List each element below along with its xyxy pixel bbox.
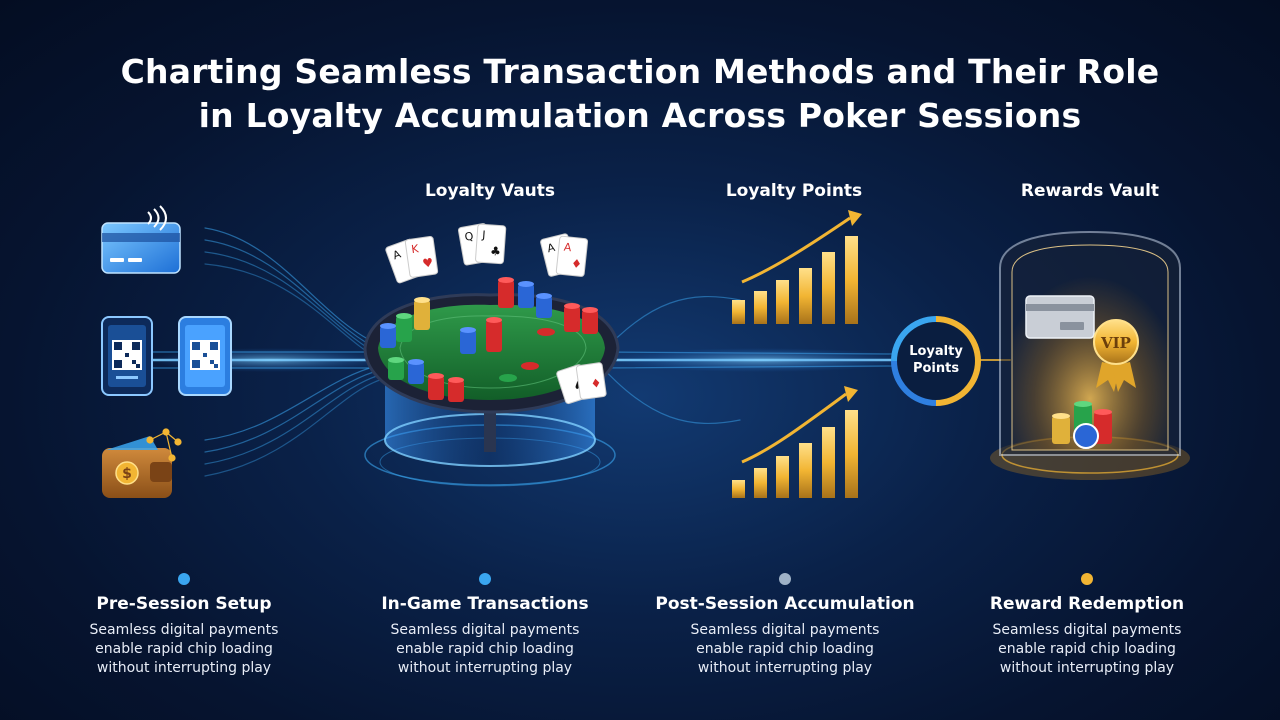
timeline-node-1 <box>178 573 190 585</box>
stage-desc-line: Seamless digital payments <box>89 622 279 638</box>
timeline-node-2 <box>479 573 491 585</box>
timeline-stage-pre-session: Pre-Session Setup Seamless digital payme… <box>54 594 314 678</box>
stage-title: In-Game Transactions <box>381 594 589 614</box>
crypto-wallet-icon: $ <box>102 428 182 498</box>
stage-description: Seamless digital payments enable rapid c… <box>355 621 615 678</box>
stage-title: Pre-Session Setup <box>96 594 272 614</box>
svg-text:♣: ♣ <box>490 244 502 259</box>
stage-title: Post-Session Accumulation <box>655 594 915 614</box>
timeline-stage-in-game: In-Game Transactions Seamless digital pa… <box>355 594 615 678</box>
rewards-vault: VIP <box>990 230 1190 480</box>
rewards-vault-label: Rewards Vault <box>1020 181 1160 201</box>
stage-description: Seamless digital payments enable rapid c… <box>645 621 925 678</box>
ring-label-line-1: Loyalty <box>909 344 963 359</box>
qr-code-phone-icon <box>101 316 153 396</box>
chip-stacks <box>380 277 598 402</box>
playing-cards: A♠ K♥ Q♠ J♣ A♠ A♦ ♠ ♦ <box>385 223 607 405</box>
page-title: Charting Seamless Transaction Methods an… <box>0 50 1280 138</box>
stage-title: Reward Redemption <box>989 594 1185 614</box>
arrow-up-icon <box>848 210 862 226</box>
timeline-stage-reward-redemption: Reward Redemption Seamless digital payme… <box>957 594 1217 678</box>
arrow-up-icon <box>844 386 858 402</box>
contactless-card-icon <box>101 205 181 274</box>
stage-desc-line: without interrupting play <box>397 660 573 676</box>
svg-text:♥: ♥ <box>422 255 435 270</box>
loyalty-vaults-label: Loyalty Vauts <box>424 181 556 201</box>
vault-chip-stacks <box>1052 401 1112 449</box>
title-line-2: in Loyalty Accumulation Across Poker Ses… <box>198 96 1082 135</box>
stage-desc-line: enable rapid chip loading <box>95 641 273 657</box>
vip-badge-icon: VIP <box>1093 319 1139 392</box>
loyalty-points-bars-lower <box>732 386 858 498</box>
vip-badge-text: VIP <box>1100 334 1131 352</box>
timeline-node-4 <box>1081 573 1093 585</box>
svg-text:$: $ <box>122 466 132 482</box>
svg-text:J: J <box>481 228 486 241</box>
loyalty-points-ring <box>891 316 981 406</box>
svg-text:A: A <box>563 241 572 255</box>
stage-description: Seamless digital payments enable rapid c… <box>54 621 314 678</box>
stage-desc-line: enable rapid chip loading <box>396 641 574 657</box>
svg-text:♦: ♦ <box>590 376 603 391</box>
loyalty-points-bars-upper <box>732 210 862 324</box>
timeline-stage-post-session: Post-Session Accumulation Seamless digit… <box>645 594 925 678</box>
stage-desc-line: enable rapid chip loading <box>696 641 874 657</box>
svg-text:K: K <box>411 242 421 256</box>
qr-code-tablet-icon <box>178 316 232 396</box>
stage-desc-line: Seamless digital payments <box>390 622 580 638</box>
ring-label-line-2: Points <box>912 361 960 376</box>
stage-desc-line: Seamless digital payments <box>690 622 880 638</box>
stage-desc-line: without interrupting play <box>999 660 1175 676</box>
stage-desc-line: Seamless digital payments <box>992 622 1182 638</box>
stage-desc-line: without interrupting play <box>697 660 873 676</box>
loyalty-points-ring-label: Loyalty Points <box>894 343 978 377</box>
svg-text:♦: ♦ <box>570 256 582 271</box>
stage-description: Seamless digital payments enable rapid c… <box>957 621 1217 678</box>
stage-desc-line: enable rapid chip loading <box>998 641 1176 657</box>
stage-desc-line: without interrupting play <box>96 660 272 676</box>
svg-text:A: A <box>391 247 403 262</box>
svg-text:Q: Q <box>464 230 475 244</box>
loyalty-points-label: Loyalty Points <box>725 181 863 201</box>
svg-text:A: A <box>546 241 557 256</box>
timeline <box>50 573 1230 585</box>
timeline-node-3 <box>779 573 791 585</box>
title-line-1: Charting Seamless Transaction Methods an… <box>120 52 1160 91</box>
